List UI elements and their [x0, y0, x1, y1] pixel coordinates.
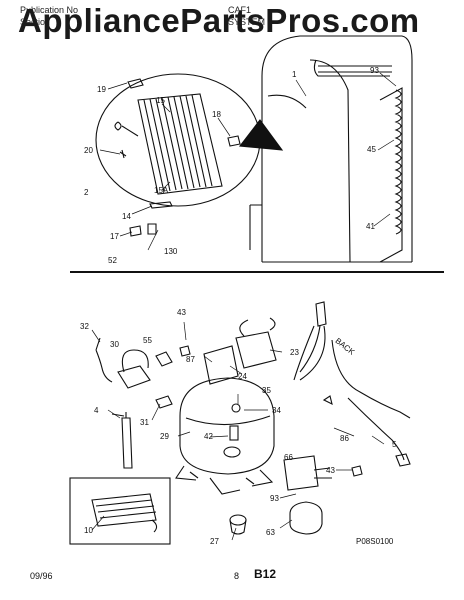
- callout-87: 87: [186, 355, 195, 364]
- callout-55: 55: [143, 336, 152, 345]
- callout-35: 35: [262, 386, 271, 395]
- callout-24: 24: [238, 372, 247, 381]
- cabinet: [249, 35, 413, 263]
- drain-pan-inset: [69, 477, 171, 545]
- footer-date: 09/96: [30, 571, 53, 581]
- grommet: [229, 514, 247, 535]
- callout-19: 19: [97, 85, 106, 94]
- callout-23: 23: [290, 348, 299, 357]
- capacitor-assembly: [283, 455, 363, 535]
- callout-34: 34: [272, 406, 281, 415]
- callout-20: 20: [84, 146, 93, 155]
- callout-31: 31: [140, 418, 149, 427]
- callout-66: 66: [284, 453, 293, 462]
- evaporator-inset: [95, 73, 284, 237]
- callout-27: 27: [210, 537, 219, 546]
- condenser-coil: [313, 59, 402, 235]
- drier-filter: [111, 412, 133, 469]
- footer-page: 8: [234, 571, 240, 581]
- callout-52: 52: [108, 256, 117, 265]
- compressor: [175, 377, 275, 495]
- section-label: Section: [20, 17, 51, 27]
- callout-5: 5: [392, 440, 397, 449]
- callout-1: 1: [292, 70, 297, 79]
- watermark-logo: AppliancePartsPros.com: [18, 2, 420, 39]
- callout-45: 45: [367, 145, 376, 154]
- callout-93: 93: [370, 66, 379, 75]
- section-divider: [70, 271, 444, 273]
- callout-41: 41: [366, 222, 375, 231]
- callout-29: 29: [160, 432, 169, 441]
- publication-label: Publication No: [20, 5, 79, 15]
- relay-overload: [95, 337, 191, 409]
- callout-15: 15: [156, 96, 165, 105]
- footer-code: B12: [254, 567, 277, 581]
- callout-17: 17: [110, 232, 119, 241]
- system-label: SYSTEM: [228, 17, 266, 27]
- callout-86: 86: [340, 434, 349, 443]
- callout-10: 10: [84, 526, 93, 535]
- callout-18: 18: [212, 110, 221, 119]
- callout-32: 32: [80, 322, 89, 331]
- callout-42: 42: [204, 432, 213, 441]
- callout-2: 2: [84, 188, 89, 197]
- callout-43-top: 43: [177, 308, 186, 317]
- callout-43-bottom: 43: [326, 466, 335, 475]
- callout-130: 130: [164, 247, 178, 256]
- callout-15a: 15A: [154, 186, 169, 195]
- model-label: CAF1: [228, 5, 252, 15]
- bracket-and-box: [203, 317, 277, 385]
- diagram-reference: P08S0100: [356, 537, 394, 546]
- callout-30: 30: [110, 340, 119, 349]
- wiring-harness: [293, 301, 411, 467]
- callout-93-bottom: 93: [270, 494, 279, 503]
- callout-14: 14: [122, 212, 131, 221]
- callout-4: 4: [94, 406, 99, 415]
- callout-63: 63: [266, 528, 275, 537]
